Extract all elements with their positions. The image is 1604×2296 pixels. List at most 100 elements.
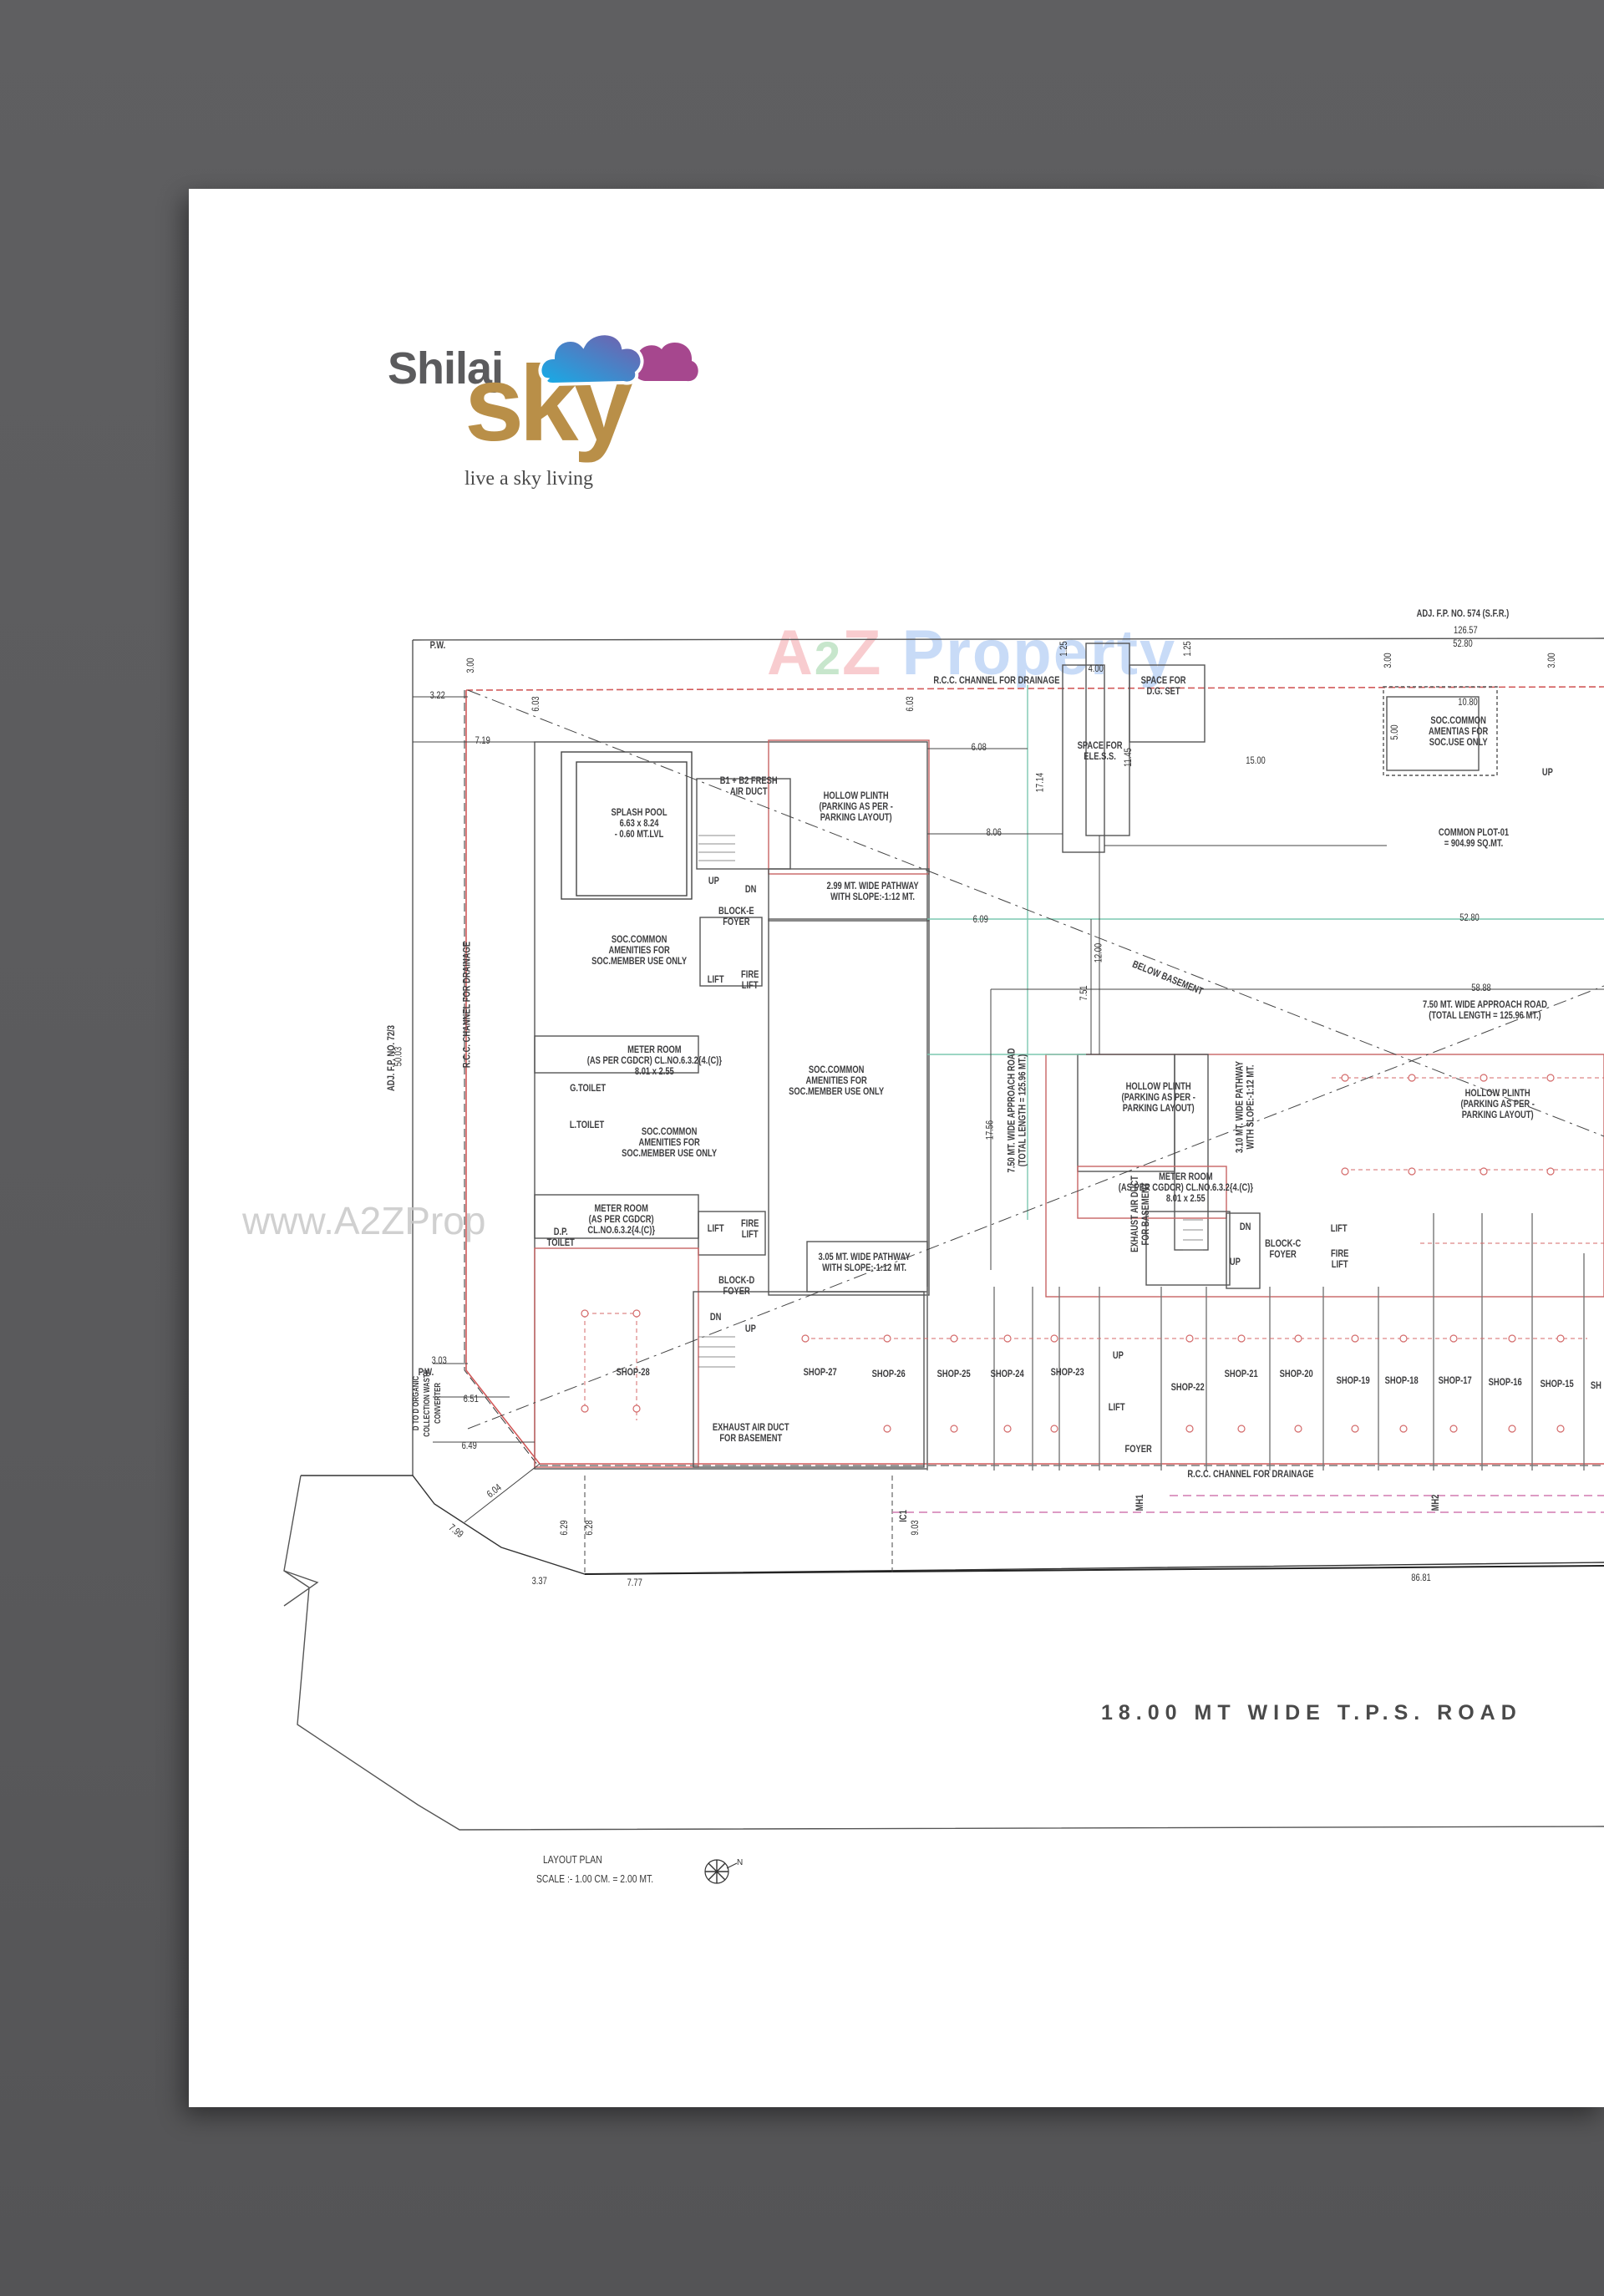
dim-52-80-top: 52.80 [1453, 637, 1473, 649]
soc-amenities-3-label: SOC.COMMON AMENITIES FOR SOC.MEMBER USE … [622, 1125, 718, 1159]
shop-14-partial: SH [1590, 1379, 1601, 1391]
block-e-foyer-label: BLOCK-E FOYER [718, 905, 754, 927]
block-d-fire-lift: FIRE LIFT [741, 1217, 759, 1240]
pw-label-bottom: P.W. [418, 1366, 434, 1378]
dim-7-19: 7.19 [475, 734, 490, 746]
dim-7-77: 7.77 [627, 1577, 642, 1588]
block-d-foyer-label: BLOCK-D FOYER [718, 1274, 755, 1297]
dim-6-28: 6.28 [583, 1520, 596, 1536]
dim-4-00: 4.00 [1088, 663, 1104, 674]
boundary-bottom-length: 86.81 [1411, 1572, 1431, 1583]
dim-17-14: 17.14 [1033, 772, 1046, 793]
dim-7-51: 7.51 [1078, 985, 1090, 1001]
dim-12-00: 12.00 [1092, 942, 1104, 963]
soc-amentias-up: UP [1541, 766, 1553, 778]
shop-16: SHOP-16 [1488, 1376, 1522, 1388]
shop-18: SHOP-18 [1384, 1374, 1419, 1386]
g-toilet-label: G.TOILET [570, 1082, 607, 1094]
l-toilet-label: L.TOILET [569, 1119, 605, 1130]
plan-scale: SCALE :- 1.00 CM. = 2.00 MT. [536, 1872, 654, 1885]
stair-d-up: UP [744, 1323, 756, 1334]
dim-3-03: 3.03 [431, 1354, 447, 1366]
dim-8-06: 8.06 [986, 826, 1002, 838]
meter-room-1-label: METER ROOM (AS PER CGDCR) CL.NO.6.3.2{4.… [586, 1044, 722, 1077]
block-c-foyer-label: BLOCK-C FOYER [1265, 1237, 1302, 1260]
boundary-top-adjacent: ADJ. F.P. NO. 574 (S.F.R.) [1416, 607, 1510, 619]
shop-15: SHOP-15 [1540, 1378, 1574, 1389]
shop-foyer-label: FOYER [1124, 1443, 1152, 1455]
dim-17-56: 17.56 [983, 1120, 996, 1140]
stair-d-dn: DN [709, 1311, 722, 1323]
shop-20: SHOP-20 [1279, 1368, 1313, 1379]
shop-28: SHOP-28 [616, 1366, 650, 1378]
dim-1-25-b: 1.25 [1181, 641, 1194, 657]
meter-room-3-label: METER ROOM (AS PER CGDCR) CL.NO.6.3.2{4.… [1118, 1171, 1253, 1204]
splash-pool-label: SPLASH POOL 6.63 x 8.24 - 0.60 MT.LVL [611, 806, 667, 840]
shop-19: SHOP-19 [1336, 1374, 1370, 1386]
dim-52-80-mid: 52.80 [1459, 912, 1480, 923]
shop-24: SHOP-24 [990, 1368, 1024, 1379]
block-d-lift: LIFT [707, 1222, 724, 1234]
drainage-top-label: R.C.C. CHANNEL FOR DRAINAGE [933, 674, 1060, 686]
pathway-3-10-label: 3.10 MT. WIDE PATHWAY WITH SLOPE:-1:12 M… [1233, 1060, 1256, 1154]
dim-10-80: 10.80 [1458, 696, 1478, 708]
stair-c-dn: DN [1239, 1221, 1251, 1232]
ic1-label: IC1 [896, 1510, 909, 1522]
shop-27: SHOP-27 [803, 1366, 837, 1378]
drawing-sheet [189, 189, 1604, 2107]
svg-text:N: N [737, 1858, 743, 1867]
logo-tagline: live a sky living [464, 468, 593, 490]
dim-3-00-b: 3.00 [1382, 653, 1394, 668]
boundary-top-length: 126.57 [1454, 624, 1478, 636]
dim-6-29: 6.29 [558, 1520, 571, 1536]
hollow-plinth-2-label: HOLLOW PLINTH (PARKING AS PER - PARKING … [1121, 1080, 1195, 1114]
approach-road-label: 7.50 MT. WIDE APPROACH ROAD (TOTAL LENGT… [1423, 998, 1547, 1021]
dim-11-45: 11.45 [1122, 748, 1134, 767]
block-e-lift: LIFT [707, 973, 724, 985]
meter-room-2-label: METER ROOM (AS PER CGDCR) CL.NO.6.3.2{4.… [587, 1202, 655, 1236]
soc-amenities-1-label: SOC.COMMON AMENITIES FOR SOC.MEMBER USE … [591, 933, 688, 967]
dim-3-00-a: 3.00 [464, 658, 477, 673]
ele-ss-label: SPACE FOR ELE.S.S. [1077, 739, 1123, 762]
shop-21: SHOP-21 [1224, 1368, 1258, 1379]
block-e-fire-lift: FIRE LIFT [741, 968, 759, 991]
soc-amentias-label: SOC.COMMON AMENTIAS FOR SOC.USE ONLY [1429, 714, 1489, 748]
dim-6-09: 6.09 [972, 913, 988, 925]
drainage-left-label: R.C.C. CHANNEL FOR DRAINAGE [460, 941, 473, 1069]
watermark-url: www.A2ZProp [242, 1199, 486, 1242]
organic-waste-label: D TO D ORGANIC COLLECTION WASTE CONVERTE… [412, 1369, 444, 1437]
mh2-label: MH2 [1429, 1494, 1442, 1511]
plan-title: LAYOUT PLAN [543, 1853, 602, 1866]
logo-shilaj-text: Shilaj [388, 343, 504, 394]
watermark-2: 2 [814, 632, 843, 684]
block-c-lift: LIFT [1330, 1222, 1348, 1234]
pw-label: P.W. [429, 639, 446, 651]
stair-e-dn: DN [744, 883, 757, 895]
dim-5-00: 5.00 [1388, 724, 1401, 740]
dg-set-label: SPACE FOR D.G. SET [1140, 674, 1186, 697]
dim-6-51: 6.51 [463, 1393, 479, 1405]
approach-road-vertical-label: 7.50 MT. WIDE APPROACH ROAD (TOTAL LENGT… [1005, 1048, 1028, 1173]
dim-3-00-c: 3.00 [1546, 653, 1558, 668]
dim-6-49: 6.49 [461, 1440, 477, 1451]
dp-toilet-label: D.P. TOILET [546, 1226, 575, 1248]
dim-3-22: 3.22 [429, 689, 445, 701]
hollow-plinth-1-label: HOLLOW PLINTH (PARKING AS PER - PARKING … [819, 790, 893, 823]
shop-17: SHOP-17 [1438, 1374, 1472, 1386]
shop-25: SHOP-25 [937, 1368, 971, 1379]
shop-23: SHOP-23 [1050, 1366, 1084, 1378]
soc-amenities-2-label: SOC.COMMON AMENITIES FOR SOC.MEMBER USE … [789, 1064, 885, 1097]
pathway-2-99-label: 2.99 MT. WIDE PATHWAY WITH SLOPE:-1:12 M… [826, 880, 919, 902]
stair-e-up: UP [708, 875, 719, 886]
dim-6-03-a: 6.03 [530, 696, 542, 712]
watermark-a2z-property: A2Z Property [767, 617, 1176, 689]
dim-6-03-b: 6.03 [904, 696, 916, 712]
dim-15-00: 15.00 [1246, 754, 1266, 766]
plan-legend: LAYOUT PLAN SCALE :- 1.00 CM. = 2.00 MT.… [536, 1853, 743, 1885]
stair-c-up: UP [1229, 1256, 1241, 1267]
dim-58-88: 58.88 [1471, 982, 1491, 993]
stair-shop-up: UP [1112, 1349, 1124, 1361]
exhaust-duct-vertical-label: EXHAUST AIR DUCT FOR BASEMENT [1128, 1176, 1151, 1252]
dim-6-08: 6.08 [971, 741, 987, 753]
